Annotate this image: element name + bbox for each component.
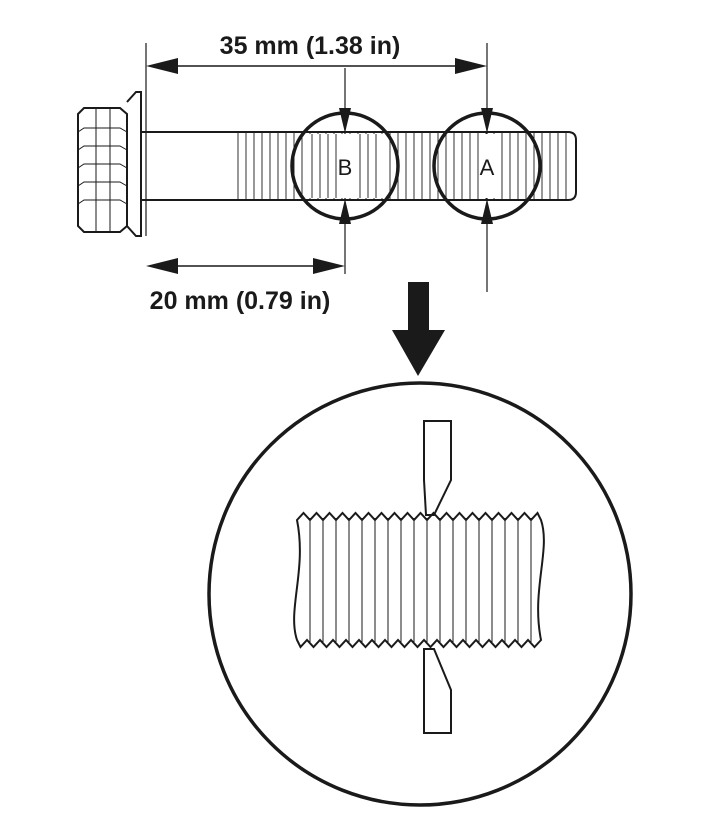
measurement-point-a-arrow-bottom xyxy=(481,199,493,224)
bolt-flange xyxy=(126,91,142,237)
top-dimension-arrow-right xyxy=(455,58,487,74)
measurement-point-a-label: A xyxy=(480,155,495,180)
top-dimension-arrow-left xyxy=(146,58,178,74)
measurement-point-b-threads xyxy=(311,134,377,198)
detail-pointer-arrow xyxy=(392,282,445,376)
gauge-blade-top xyxy=(423,420,452,516)
gauge-blade-bottom xyxy=(423,648,452,734)
detail-view xyxy=(207,381,633,807)
detail-thread-section xyxy=(293,511,545,649)
bottom-dimension-arrow-left xyxy=(146,258,178,274)
bottom-dimension-arrow-right xyxy=(313,258,345,274)
measurement-point-a-threads xyxy=(453,134,519,198)
top-dimension-label: 35 mm (1.38 in) xyxy=(220,32,401,60)
bolt-shank xyxy=(141,131,577,201)
measurement-point-b-arrow-bottom xyxy=(339,199,351,224)
measurement-point-b-label: B xyxy=(338,155,353,180)
measurement-point-b: B xyxy=(290,108,400,224)
detail-view-circle xyxy=(207,381,633,807)
detail-thread-lines xyxy=(309,518,532,642)
measurement-point-b-arrow-top xyxy=(339,108,351,133)
measurement-point-a: A xyxy=(432,108,542,224)
bottom-dimension-label: 20 mm (0.79 in) xyxy=(150,287,331,315)
bolt-head-flutes xyxy=(77,108,128,232)
measurement-point-a-arrow-top xyxy=(481,108,493,133)
bottom-dimension: 20 mm (0.79 in) xyxy=(146,68,346,315)
bolt-head xyxy=(77,107,128,233)
